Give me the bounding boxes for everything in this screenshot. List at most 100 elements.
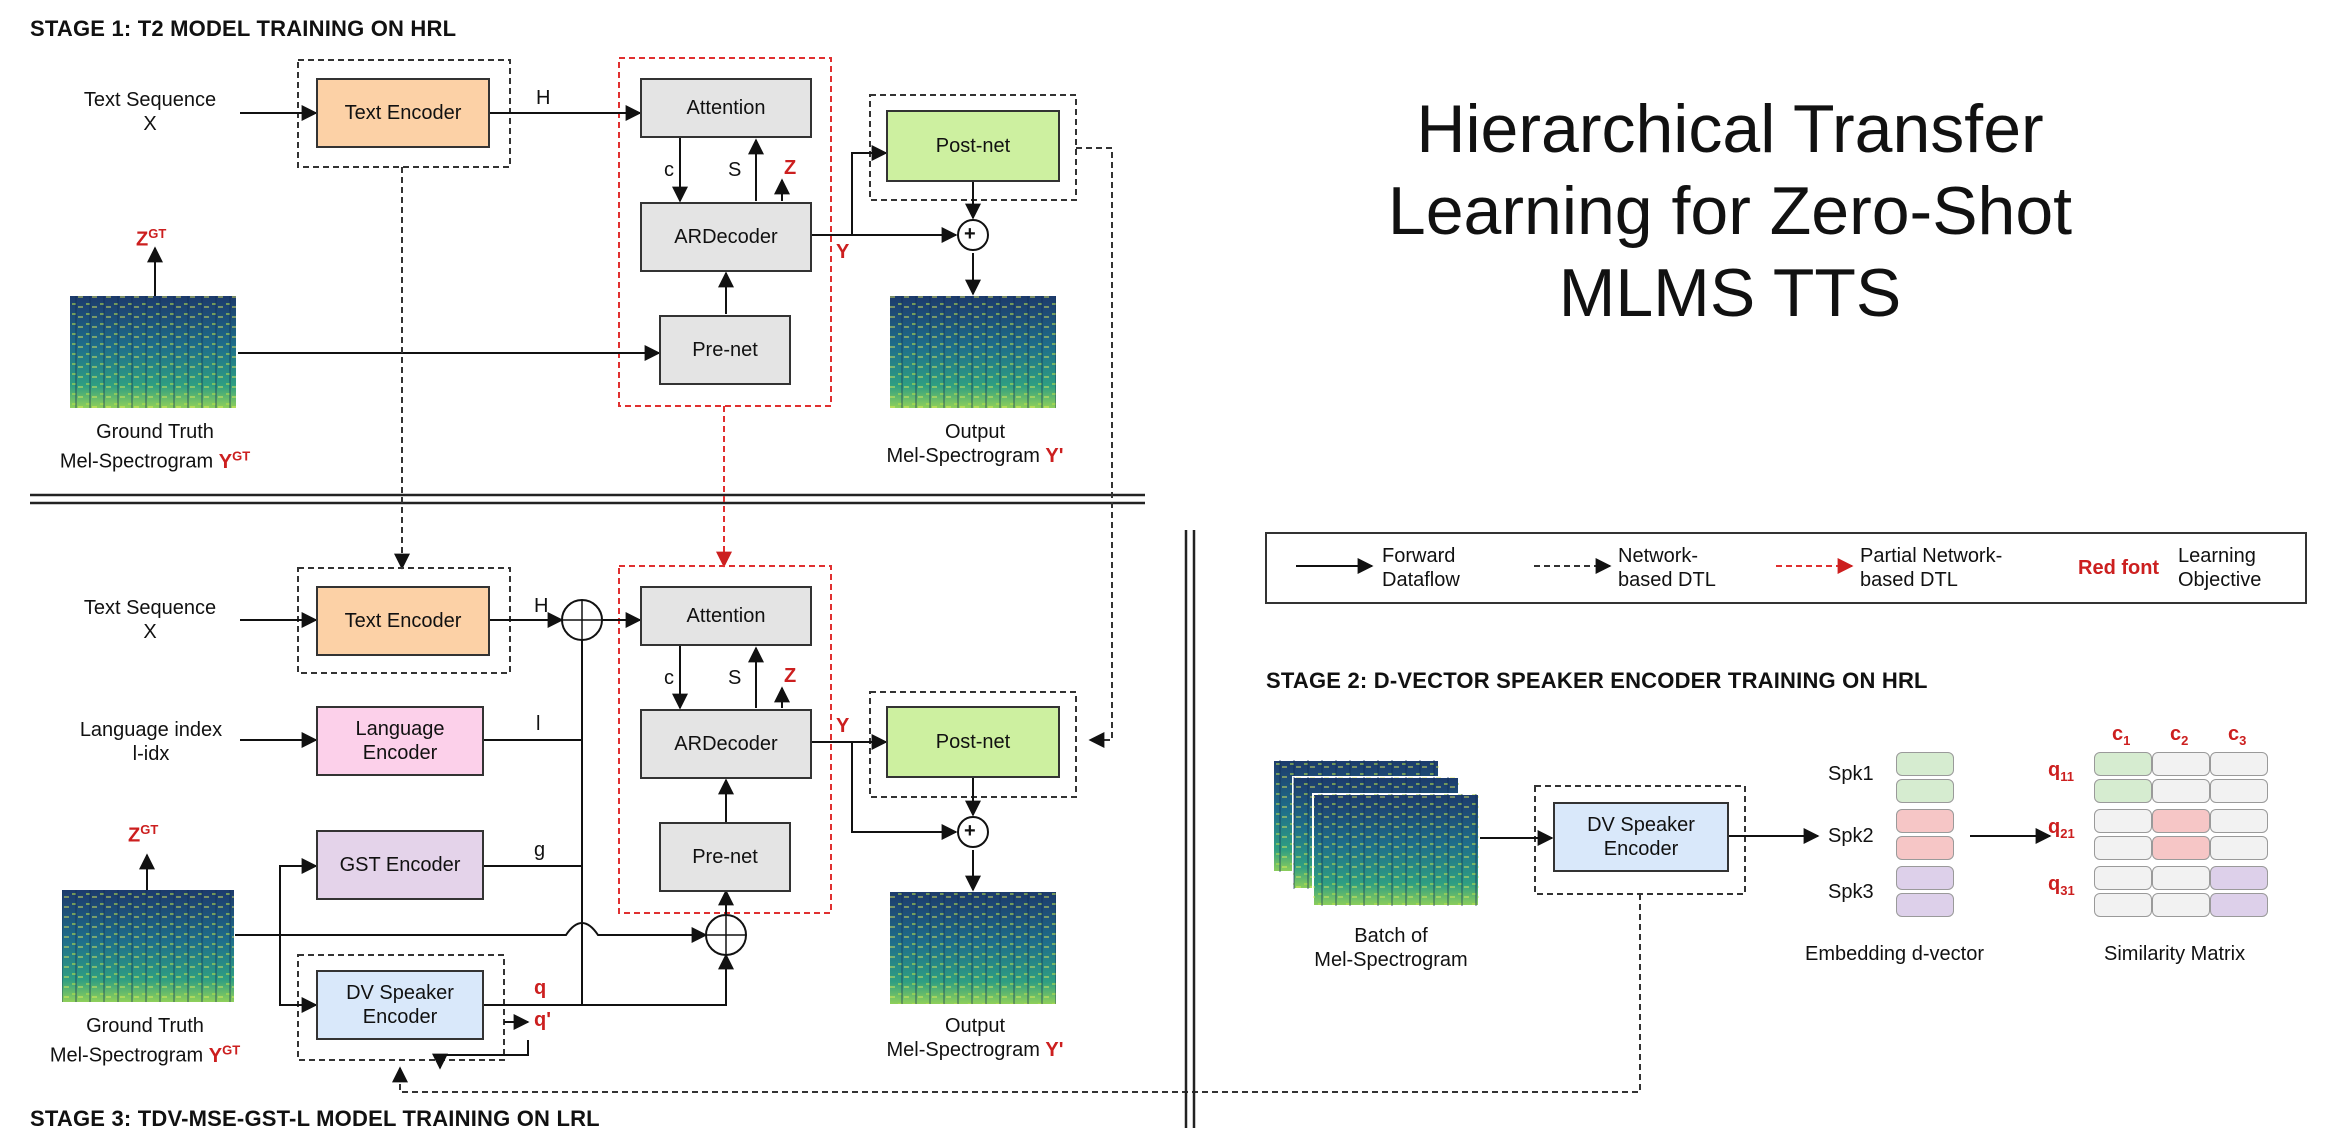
sim-cell-r2a-c2 bbox=[2152, 809, 2210, 833]
stage3-dv-speaker-encoder: DV Speaker Encoder bbox=[316, 970, 484, 1040]
stage1-postnet: Post-net bbox=[886, 110, 1060, 182]
legend-box bbox=[1265, 532, 2307, 604]
sim-cell-r1a-c1 bbox=[2094, 752, 2152, 776]
sim-cell-r1a-c3 bbox=[2210, 752, 2268, 776]
sim-cell-r2b-c1 bbox=[2094, 836, 2152, 860]
stage2-connectors bbox=[1478, 785, 2052, 895]
stage3-zgt-z: Z bbox=[128, 824, 141, 847]
stage1-text-seq-line: Text Sequence bbox=[83, 89, 217, 111]
sim-col-c3-sub: 3 bbox=[2239, 733, 2247, 748]
sim-row-q11: q11 bbox=[2048, 758, 2074, 789]
spectrogram-batch-stage2 bbox=[1272, 759, 1480, 907]
sim-cell-r3b-c2 bbox=[2152, 893, 2210, 917]
main-title-line-1: Hierarchical Transfer bbox=[1416, 91, 2044, 167]
stage3-language-encoder: Language Encoder bbox=[316, 706, 484, 776]
stage1-ygt-y: Y bbox=[218, 450, 233, 473]
stage1-s-label: S bbox=[728, 159, 742, 181]
sim-cell-r3a-c2 bbox=[2152, 866, 2210, 890]
sim-cell-r3a-c1 bbox=[2094, 866, 2152, 890]
sim-col-c2: c2 bbox=[2170, 722, 2188, 753]
stage1-yprime: Y' bbox=[1045, 445, 1064, 467]
stage3-out-line2: Mel-Spectrogram Y' bbox=[850, 1038, 1100, 1062]
stage1-gt-line1: Ground Truth bbox=[96, 421, 214, 443]
sim-cell-r2b-c3 bbox=[2210, 836, 2268, 860]
stage3-l-label: l bbox=[536, 713, 541, 735]
stage3-ground-truth-caption: Ground Truth Mel-Spectrogram YGT bbox=[10, 1014, 280, 1068]
sim-row-q11-q: q bbox=[2048, 759, 2061, 781]
stage1-zgt-sup: GT bbox=[148, 226, 167, 241]
spectrogram-out-stage3 bbox=[890, 892, 1056, 1004]
stage2-dv-line2: Encoder bbox=[1603, 838, 1679, 860]
stage3-zgt-label: ZGT bbox=[128, 818, 158, 848]
stage1-output-caption: Output Mel-Spectrogram Y' bbox=[850, 420, 1100, 468]
stage1-z-label: Z bbox=[784, 157, 797, 179]
stage2-batch-line2: Mel-Spectrogram bbox=[1314, 949, 1468, 971]
stage3-text-sequence-label: Text Sequence X bbox=[50, 596, 250, 644]
stage1-plus-sign: + bbox=[964, 223, 976, 245]
stage3-dv-line2: Encoder bbox=[362, 1006, 438, 1028]
stage2-spk3-label: Spk3 bbox=[1828, 881, 1874, 903]
legend-objective-line2: Objective bbox=[2178, 569, 2262, 591]
stage2-dv-speaker-encoder: DV Speaker Encoder bbox=[1553, 802, 1729, 872]
main-title-line-3: MLMS TTS bbox=[1558, 255, 1902, 331]
main-title-line-2: Learning for Zero-Shot bbox=[1387, 173, 2073, 249]
stage1-out-line2-text: Mel-Spectrogram bbox=[886, 445, 1046, 467]
stage1-out-line1: Output bbox=[944, 421, 1006, 443]
sim-col-c1-c: c bbox=[2112, 723, 2124, 745]
stage1-ground-truth-caption: Ground Truth Mel-Spectrogram YGT bbox=[20, 420, 290, 474]
legend-partial-line2: based DTL bbox=[1860, 569, 1958, 591]
stage1-x-line: X bbox=[143, 113, 157, 135]
embedding-spk1-a bbox=[1896, 752, 1954, 776]
stage1-c-label: c bbox=[664, 159, 674, 181]
stage1-y-label: Y bbox=[836, 241, 850, 263]
legend-partial-line1: Partial Network- bbox=[1860, 545, 2003, 567]
legend-partial-network-dtl: Partial Network- based DTL bbox=[1860, 544, 2002, 592]
stage3-out-line1: Output bbox=[944, 1015, 1006, 1037]
stage3-c-label: c bbox=[664, 667, 674, 689]
sim-cell-r1b-c1 bbox=[2094, 779, 2152, 803]
stage3-qprime-label: q' bbox=[534, 1009, 551, 1031]
legend-forward-line2: Dataflow bbox=[1382, 569, 1460, 591]
embedding-spk2-b bbox=[1896, 836, 1954, 860]
stage3-gt-line2-text: Mel-Spectrogram bbox=[49, 1044, 209, 1067]
stage1-ygt: YGT bbox=[218, 448, 250, 473]
stage3-lidx-line: l-idx bbox=[132, 743, 170, 765]
stage3-text-seq-line: Text Sequence bbox=[83, 597, 217, 619]
sim-row-q21-sub: 21 bbox=[2060, 826, 2075, 841]
stage1-h-label: H bbox=[536, 87, 551, 109]
stage3-connectors bbox=[139, 565, 1641, 1093]
stage3-lang-enc-line1: Language bbox=[355, 718, 445, 740]
stage2-similarity-caption: Similarity Matrix bbox=[2104, 943, 2246, 965]
stage3-s-label: S bbox=[728, 667, 742, 689]
stage3-lang-index-line: Language index bbox=[79, 719, 223, 741]
sim-cell-r3b-c3 bbox=[2210, 893, 2268, 917]
stage2-embedding-caption: Embedding d-vector bbox=[1805, 943, 1984, 965]
stage3-output-caption: Output Mel-Spectrogram Y' bbox=[850, 1014, 1100, 1062]
stage3-prenet: Pre-net bbox=[659, 822, 791, 892]
main-title: Hierarchical Transfer Learning for Zero-… bbox=[1270, 88, 2190, 334]
stage3-z-label: Z bbox=[784, 665, 797, 687]
sim-row-q31-sub: 31 bbox=[2060, 883, 2075, 898]
spectrogram-gt-stage1 bbox=[70, 296, 236, 408]
embedding-spk3-a bbox=[1896, 866, 1954, 890]
stage2-spk1-label: Spk1 bbox=[1828, 763, 1874, 785]
legend-forward-line1: Forward bbox=[1382, 545, 1456, 567]
stage1-attention: Attention bbox=[640, 78, 812, 138]
stage1-ardecoder: ARDecoder bbox=[640, 202, 812, 272]
legend-forward-dataflow: Forward Dataflow bbox=[1382, 544, 1460, 592]
legend-network-dtl: Network- based DTL bbox=[1618, 544, 1716, 592]
sim-row-q21-q: q bbox=[2048, 816, 2061, 838]
stage1-connectors bbox=[147, 57, 1077, 407]
spectrogram-out-stage1 bbox=[890, 296, 1056, 408]
stage2-batch-line1: Batch of bbox=[1354, 925, 1428, 947]
sim-row-q21: q21 bbox=[2048, 815, 2075, 846]
sim-col-c2-sub: 2 bbox=[2181, 733, 2189, 748]
stage3-g-label: g bbox=[534, 839, 546, 861]
stage3-yprime: Y' bbox=[1045, 1039, 1064, 1061]
stage3-ygt-y: Y bbox=[208, 1044, 223, 1067]
embedding-spk2-a bbox=[1896, 809, 1954, 833]
legend-network-line1: Network- bbox=[1618, 545, 1699, 567]
stage1-zgt-label: ZGT bbox=[136, 222, 166, 252]
